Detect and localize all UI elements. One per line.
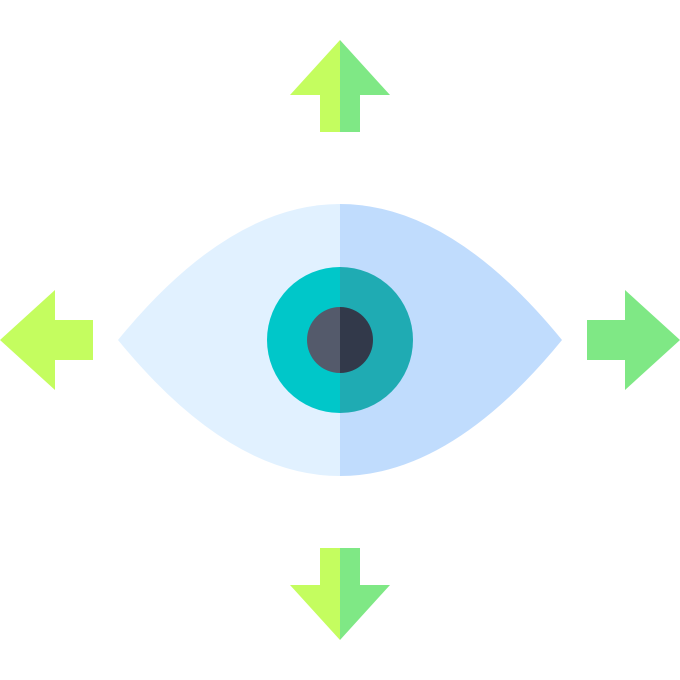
arrow-down-icon	[290, 548, 390, 640]
up-r-shape	[340, 40, 390, 132]
eye-l-shape	[118, 204, 340, 476]
arrow-right-icon	[587, 290, 680, 390]
pupil	[307, 307, 340, 373]
pup-r-shape	[340, 307, 373, 373]
arrow-left-icon	[0, 290, 93, 390]
arrow-up-icon	[290, 40, 390, 132]
eye-icon	[118, 204, 562, 476]
rt-shape	[587, 290, 680, 390]
dn-l-shape	[290, 548, 340, 640]
dn-r-shape	[340, 548, 390, 640]
lt-shape	[0, 290, 93, 390]
up-l-shape	[290, 40, 340, 132]
iris-r-shape	[340, 267, 413, 413]
iris	[267, 267, 340, 413]
eye-r-shape	[340, 204, 562, 476]
